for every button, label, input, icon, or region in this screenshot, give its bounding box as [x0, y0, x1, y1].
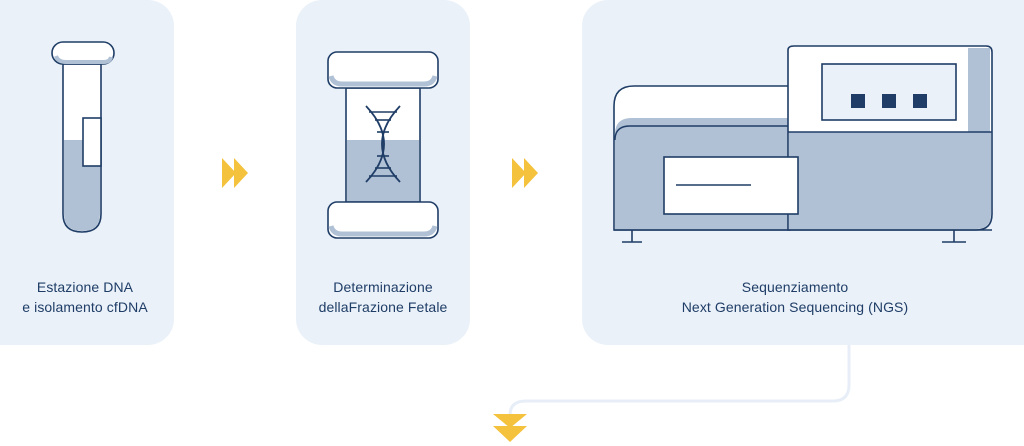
dna-hourglass-icon — [327, 51, 439, 239]
step-2-subtitle: dellaFrazione Fetale — [318, 299, 448, 315]
fast-down-arrow-icon — [493, 414, 527, 442]
step-3-title: Sequenziamento — [741, 279, 849, 295]
fast-forward-arrow-icon — [512, 158, 538, 188]
step-label-fetal-fraction: Determinazione dellaFrazione Fetale — [296, 277, 470, 317]
step-2-title: Determinazione — [333, 279, 433, 295]
fast-forward-arrow-icon — [222, 158, 248, 188]
step-3-subtitle: Next Generation Sequencing (NGS) — [681, 299, 909, 315]
connector-line — [508, 345, 851, 421]
test-tube-icon — [51, 41, 115, 233]
step-label-dna-extraction: Estazione DNA e isolamento cfDNA — [0, 277, 170, 317]
step-label-sequencing: Sequenziamento Next Generation Sequencin… — [582, 277, 1008, 317]
sequencer-machine-icon — [613, 45, 993, 243]
step-1-subtitle: e isolamento cfDNA — [22, 299, 148, 315]
step-1-title: Estazione DNA — [36, 279, 134, 295]
